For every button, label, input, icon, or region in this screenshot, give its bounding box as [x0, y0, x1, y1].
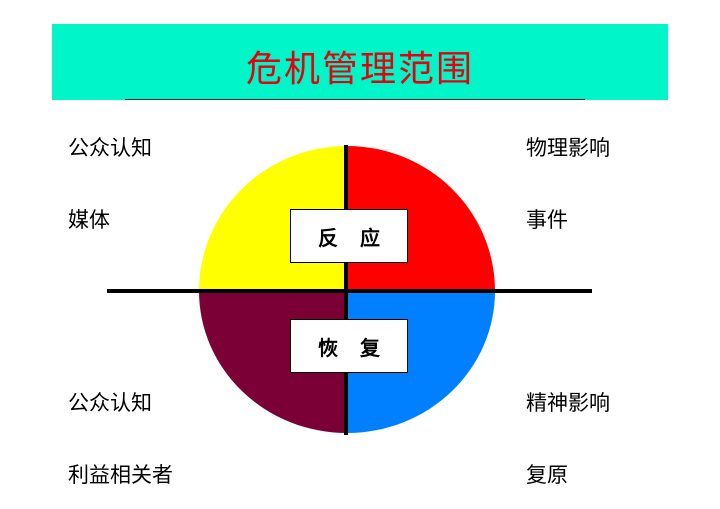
right-label: 事件 — [526, 208, 568, 232]
right-label: 物理影响 — [526, 136, 610, 160]
right-label: 精神影响 — [526, 391, 610, 415]
left-label: 利益相关者 — [68, 463, 173, 487]
recovery-box: 恢复 — [290, 319, 408, 373]
left-label: 媒体 — [68, 208, 110, 232]
title-underline — [125, 99, 585, 100]
page-title: 危机管理范围 — [245, 49, 474, 90]
left-label: 公众认知 — [68, 391, 152, 415]
left-label: 公众认知 — [68, 136, 152, 160]
title-banner: 危机管理范围 — [52, 24, 668, 100]
right-label: 复原 — [526, 463, 568, 487]
response-box: 反应 — [290, 209, 408, 263]
